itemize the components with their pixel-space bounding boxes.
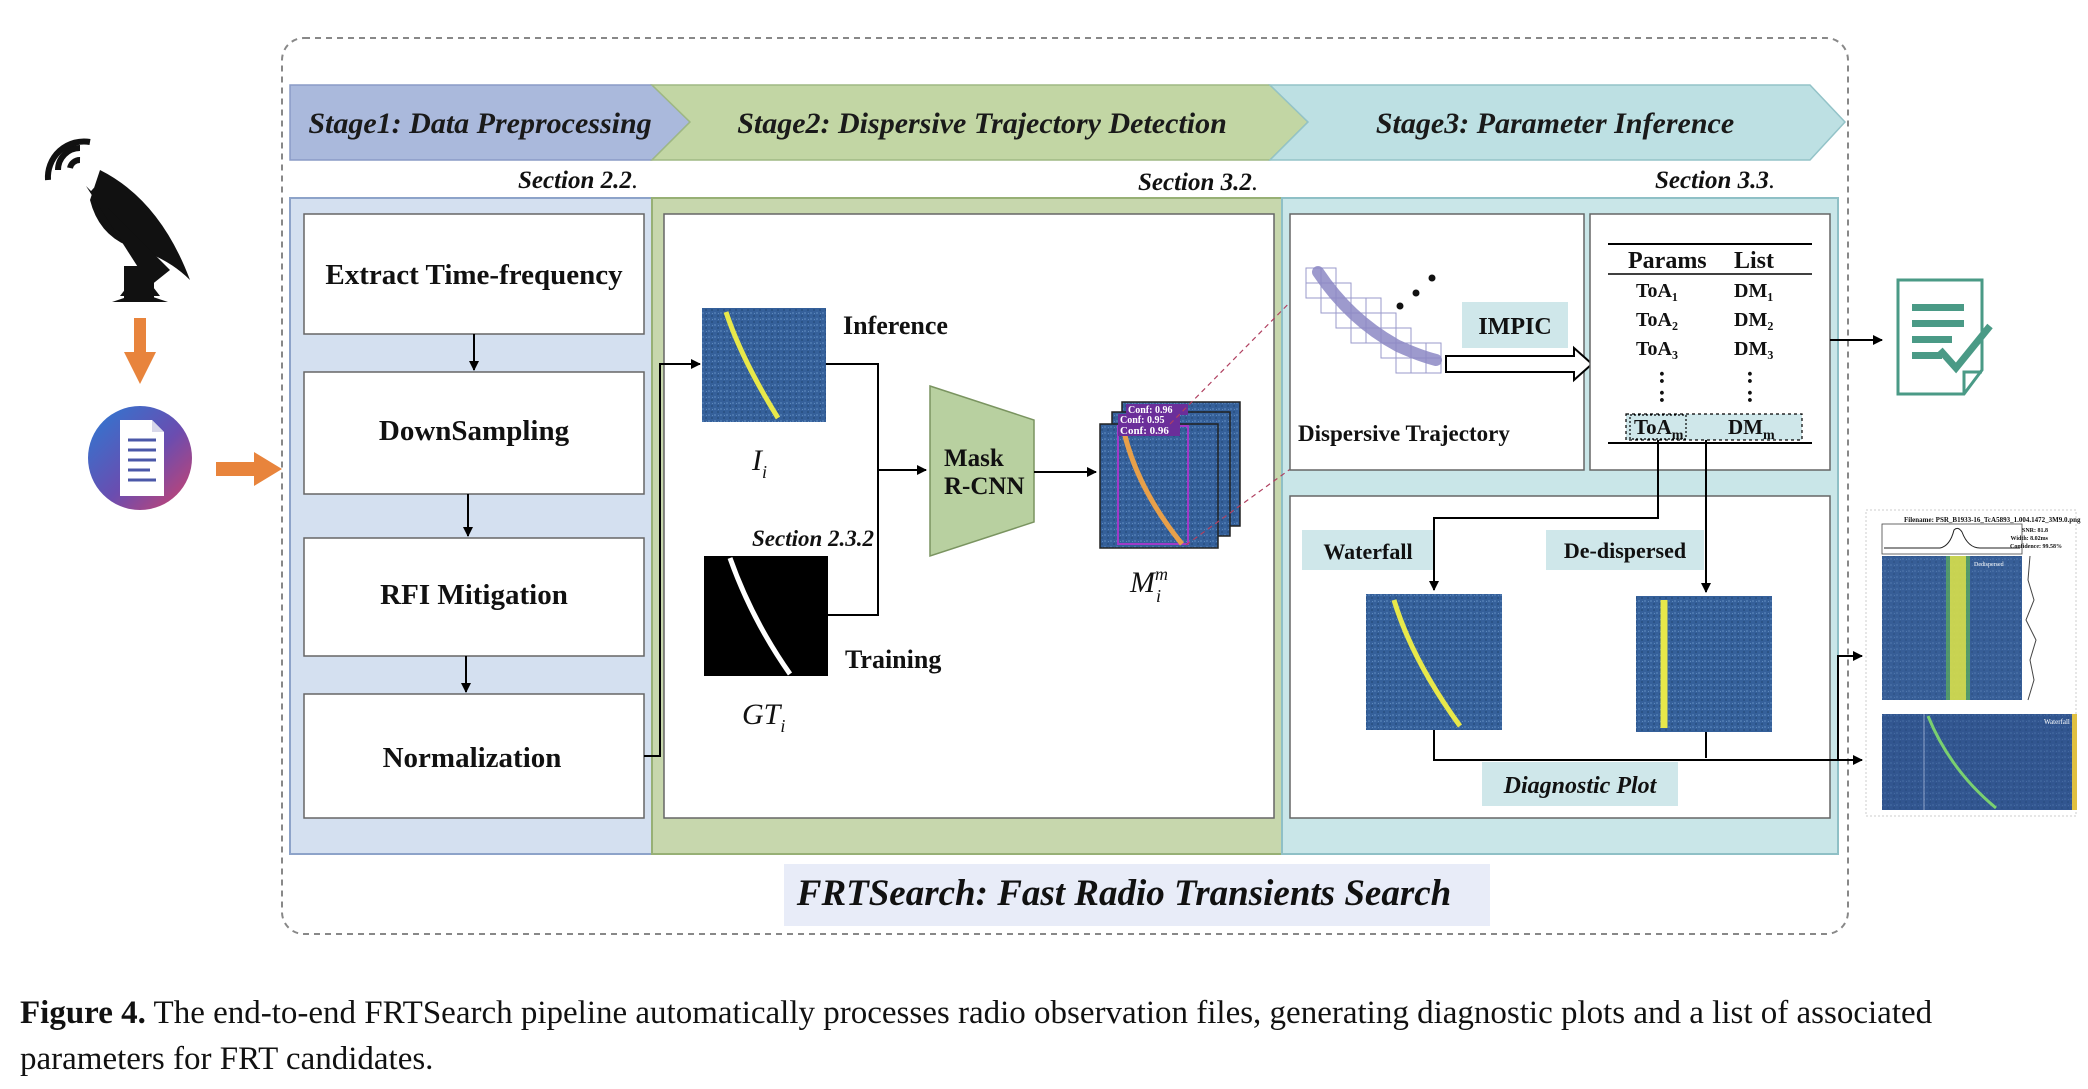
impic-arrow: [1445, 345, 1594, 383]
toa-row-3: ToA₃: [1636, 338, 1678, 360]
step-label-downsampling: DownSampling: [379, 415, 570, 447]
inference-spectrogram: [702, 308, 826, 422]
file-icon: [88, 406, 192, 510]
pipeline-title: FRTSearch: Fast Radio Transients Search: [796, 873, 1451, 914]
inference-label: Inference: [843, 311, 948, 340]
training-label: Training: [845, 645, 941, 674]
mask-output-stack: Conf: 0.96 Conf: 0.95 Conf: 0.96: [1099, 401, 1241, 549]
title-box: [784, 864, 1490, 926]
diag-width: Width: 8.02ms: [2010, 536, 2048, 542]
dm-ellipsis: :: [1746, 363, 1754, 389]
gt-label: GTi: [742, 698, 785, 736]
dm-row-3: DM₃: [1734, 338, 1773, 360]
caption-text: The end-to-end FRTSearch pipeline automa…: [20, 995, 1933, 1077]
stage-banner-3: Stage3: Parameter Inference: [1268, 84, 1847, 161]
orange-right-arrow: [216, 452, 282, 486]
step-label-extract: Extract Time-frequency: [325, 259, 623, 291]
toa-row-2: ToA₂: [1636, 309, 1678, 331]
frtsearch-pipeline-diagram: Stage1: Data Preprocessing Stage2: Dispe…: [44, 37, 2081, 935]
orange-down-arrow: [124, 318, 156, 384]
dm-row-last: DMm: [1728, 415, 1775, 443]
radio-telescope-icon: [44, 138, 190, 302]
stage3-label: Stage3: Parameter Inference: [1376, 107, 1734, 140]
trajectory-label: Dispersive Trajectory: [1298, 421, 1510, 446]
model-label-line2: R-CNN: [944, 473, 1025, 500]
section-label-3: Section 3.3.: [1655, 167, 1775, 194]
step-label-normalization: Normalization: [383, 742, 562, 774]
dedispersed-label-box: [1546, 530, 1704, 570]
diag-confidence: Confidence: 99.58%: [2010, 544, 2062, 550]
toa-row-last: ToAm: [1634, 415, 1684, 443]
diag-snr: SNR: 81.8: [2022, 528, 2048, 534]
dedispersed-plot: [1636, 596, 1772, 732]
stage-banner-1: Stage1: Data Preprocessing: [289, 84, 692, 161]
step-box-extract: [303, 213, 645, 335]
list-header: List: [1734, 248, 1774, 274]
section-label-1: Section 2.2.: [518, 167, 638, 194]
caption-label: Figure 4.: [20, 995, 146, 1031]
step-box-downsampling: [303, 371, 645, 495]
dedispersed-label: De-dispersed: [1564, 538, 1686, 563]
model-label-line1: Mask: [944, 445, 1004, 472]
stage1-label: Stage1: Data Preprocessing: [308, 107, 651, 140]
toa-row-1: ToA₁: [1636, 280, 1678, 302]
input-label: Ii: [751, 444, 767, 482]
toa-ellipsis: :: [1658, 363, 1666, 389]
step-box-rfi: [303, 537, 645, 657]
waterfall-label-box: [1302, 530, 1434, 570]
diag-filename: Filename: PSR_B1933-16_TcA5893_1.004.147…: [1904, 516, 2081, 524]
step-label-rfi: RFI Mitigation: [380, 579, 568, 611]
mask-rcnn-model: [929, 384, 1035, 558]
dm-row-2: DM₂: [1734, 309, 1773, 331]
conf-label-2: Conf: 0.95: [1120, 415, 1164, 426]
document-check-icon: [1896, 278, 1993, 396]
diag-waterfall-label: Waterfall: [2044, 718, 2070, 726]
impic-label: IMPIC: [1478, 314, 1551, 340]
diag-dedisp-label: Dedispersed: [1974, 562, 2004, 568]
diagnostic-plot-thumbnail: Filename: PSR_B1933-16_TcA5893_1.004.147…: [1865, 509, 2081, 817]
section-label-2: Section 3.2.: [1138, 169, 1258, 196]
figure-caption: Figure 4. The end-to-end FRTSearch pipel…: [20, 990, 2080, 1082]
waterfall-plot: [1366, 594, 1502, 730]
waterfall-label: Waterfall: [1323, 539, 1412, 564]
dm-ellipsis-2: :: [1746, 382, 1754, 408]
stage2-label: Stage2: Dispersive Trajectory Detection: [737, 107, 1227, 140]
dispersive-trajectory-grid: [1305, 266, 1442, 374]
params-header: Params: [1628, 248, 1707, 274]
outer-frame: [281, 37, 1849, 935]
ground-truth-mask: [704, 556, 828, 676]
diagnostic-label: Diagnostic Plot: [1503, 773, 1658, 799]
toa-ellipsis-2: :: [1658, 382, 1666, 408]
conf-label-1: Conf: 0.96: [1128, 405, 1172, 416]
conf-label-3: Conf: 0.96: [1120, 425, 1169, 437]
diagnostic-label-box: [1482, 762, 1678, 806]
dm-row-1: DM₁: [1734, 280, 1773, 302]
last-row-highlight: [1625, 413, 1803, 441]
impic-box: [1462, 302, 1568, 348]
stage-banner-2: Stage2: Dispersive Trajectory Detection: [650, 84, 1310, 161]
section-label-232: Section 2.3.2: [752, 526, 874, 551]
